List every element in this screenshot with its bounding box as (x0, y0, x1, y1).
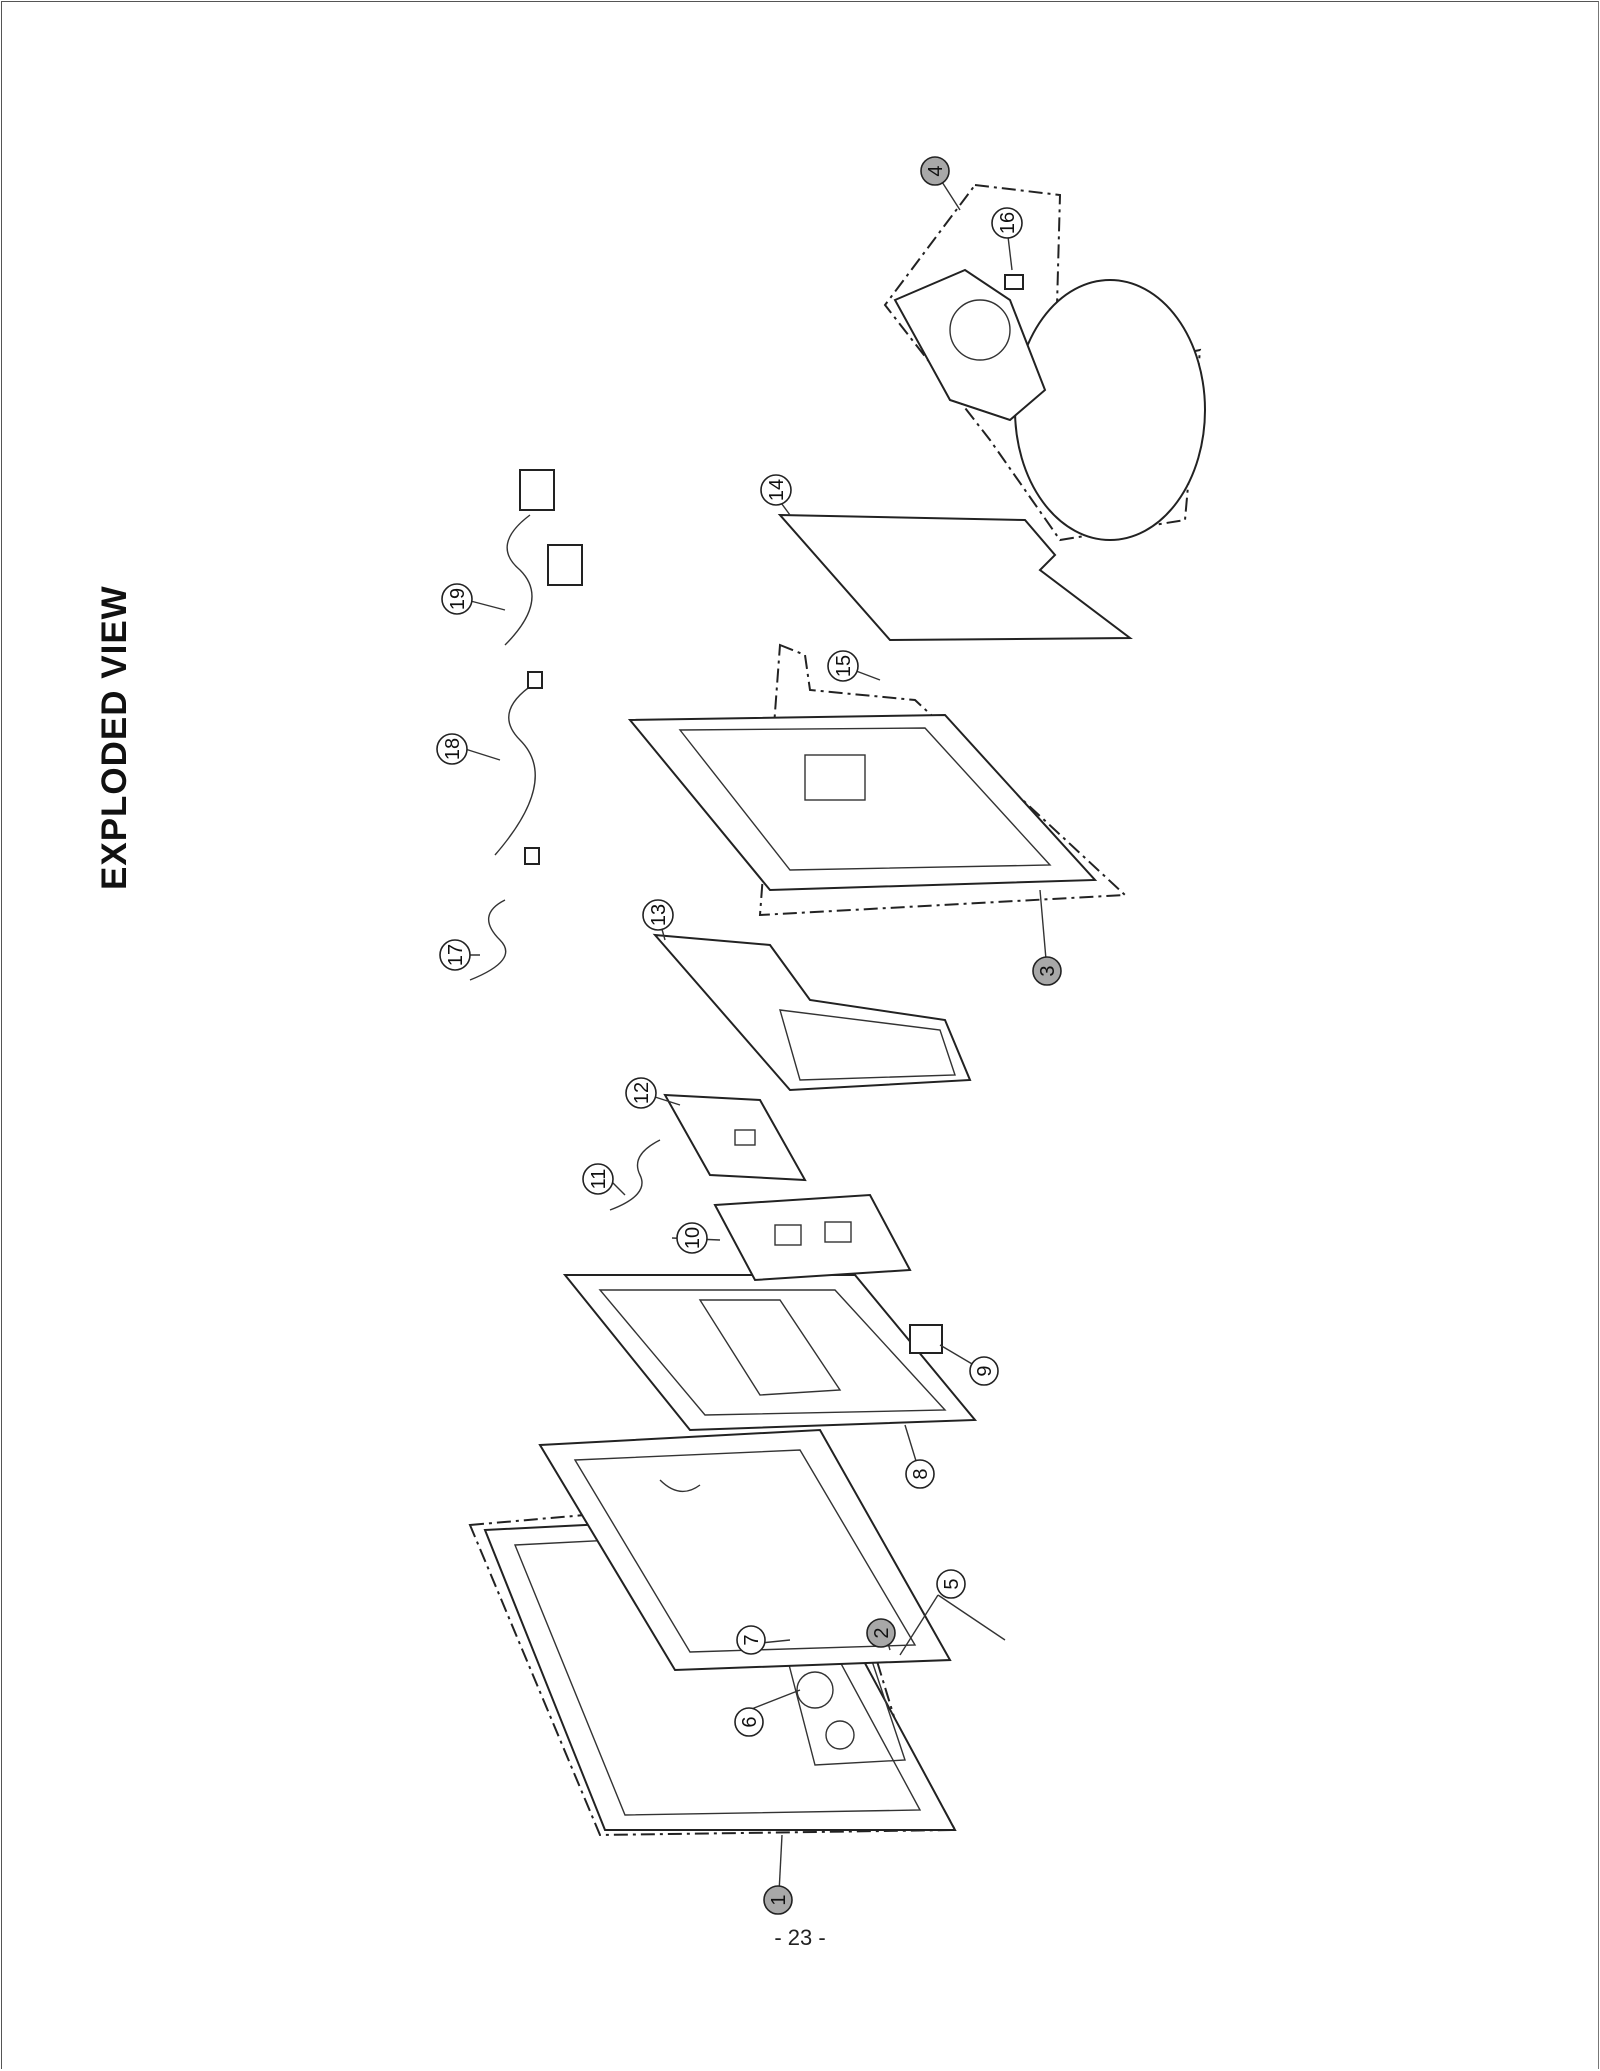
svg-text:19: 19 (447, 588, 469, 610)
callout-1: 1 (763, 1885, 793, 1915)
page-number: - 23 - (774, 1925, 826, 1950)
callout-12: 12 (625, 1077, 657, 1109)
svg-text:8: 8 (910, 1468, 932, 1479)
svg-text:10: 10 (682, 1227, 704, 1249)
part-main-frame (562, 1274, 978, 1432)
svg-text:7: 7 (741, 1634, 763, 1645)
part-base-plate (777, 513, 1133, 642)
callout-11: 11 (582, 1163, 614, 1195)
callout-16: 16 (991, 207, 1023, 239)
part-audio-cable (469, 899, 507, 981)
part-power-board (713, 1193, 912, 1282)
callout-8: 8 (905, 1459, 935, 1489)
svg-text:3: 3 (1037, 965, 1059, 976)
svg-text:5: 5 (941, 1578, 963, 1589)
part-lcd-panel (538, 1428, 952, 1672)
callout-13: 13 (642, 899, 674, 931)
svg-text:14: 14 (766, 479, 788, 501)
part-shield-cover (652, 933, 972, 1092)
svg-text:13: 13 (648, 904, 670, 926)
svg-text:18: 18 (442, 738, 464, 760)
part-back-cover (627, 643, 1128, 917)
svg-text:2: 2 (871, 1627, 893, 1638)
callout-19: 19 (441, 583, 473, 615)
svg-text:12: 12 (631, 1082, 653, 1104)
svg-text:9: 9 (974, 1365, 996, 1376)
callout-10: 10 (676, 1222, 708, 1254)
callout-7: 7 (736, 1625, 766, 1655)
callout-18: 18 (436, 733, 468, 765)
svg-text:4: 4 (925, 165, 947, 176)
callout-15: 15 (827, 650, 859, 682)
svg-text:6: 6 (739, 1716, 761, 1727)
svg-text:11: 11 (588, 1169, 610, 1190)
part-dvi-cable (504, 469, 583, 646)
callout-14: 14 (760, 474, 792, 506)
part-stand (883, 183, 1206, 542)
callout-9: 9 (969, 1356, 999, 1386)
svg-text:17: 17 (445, 944, 467, 966)
callout-3: 3 (1032, 956, 1062, 986)
part-power-cord (494, 671, 543, 865)
callout-2: 2 (866, 1618, 896, 1648)
callout-17: 17 (439, 939, 471, 971)
svg-text:16: 16 (997, 212, 1019, 234)
svg-text:15: 15 (833, 655, 855, 677)
part-interface-board (663, 1093, 807, 1182)
part-cable-11 (609, 1139, 661, 1211)
svg-text:1: 1 (768, 1894, 790, 1905)
callout-5: 5 (936, 1569, 966, 1599)
callout-4: 4 (920, 156, 950, 186)
callout-6: 6 (734, 1707, 764, 1737)
